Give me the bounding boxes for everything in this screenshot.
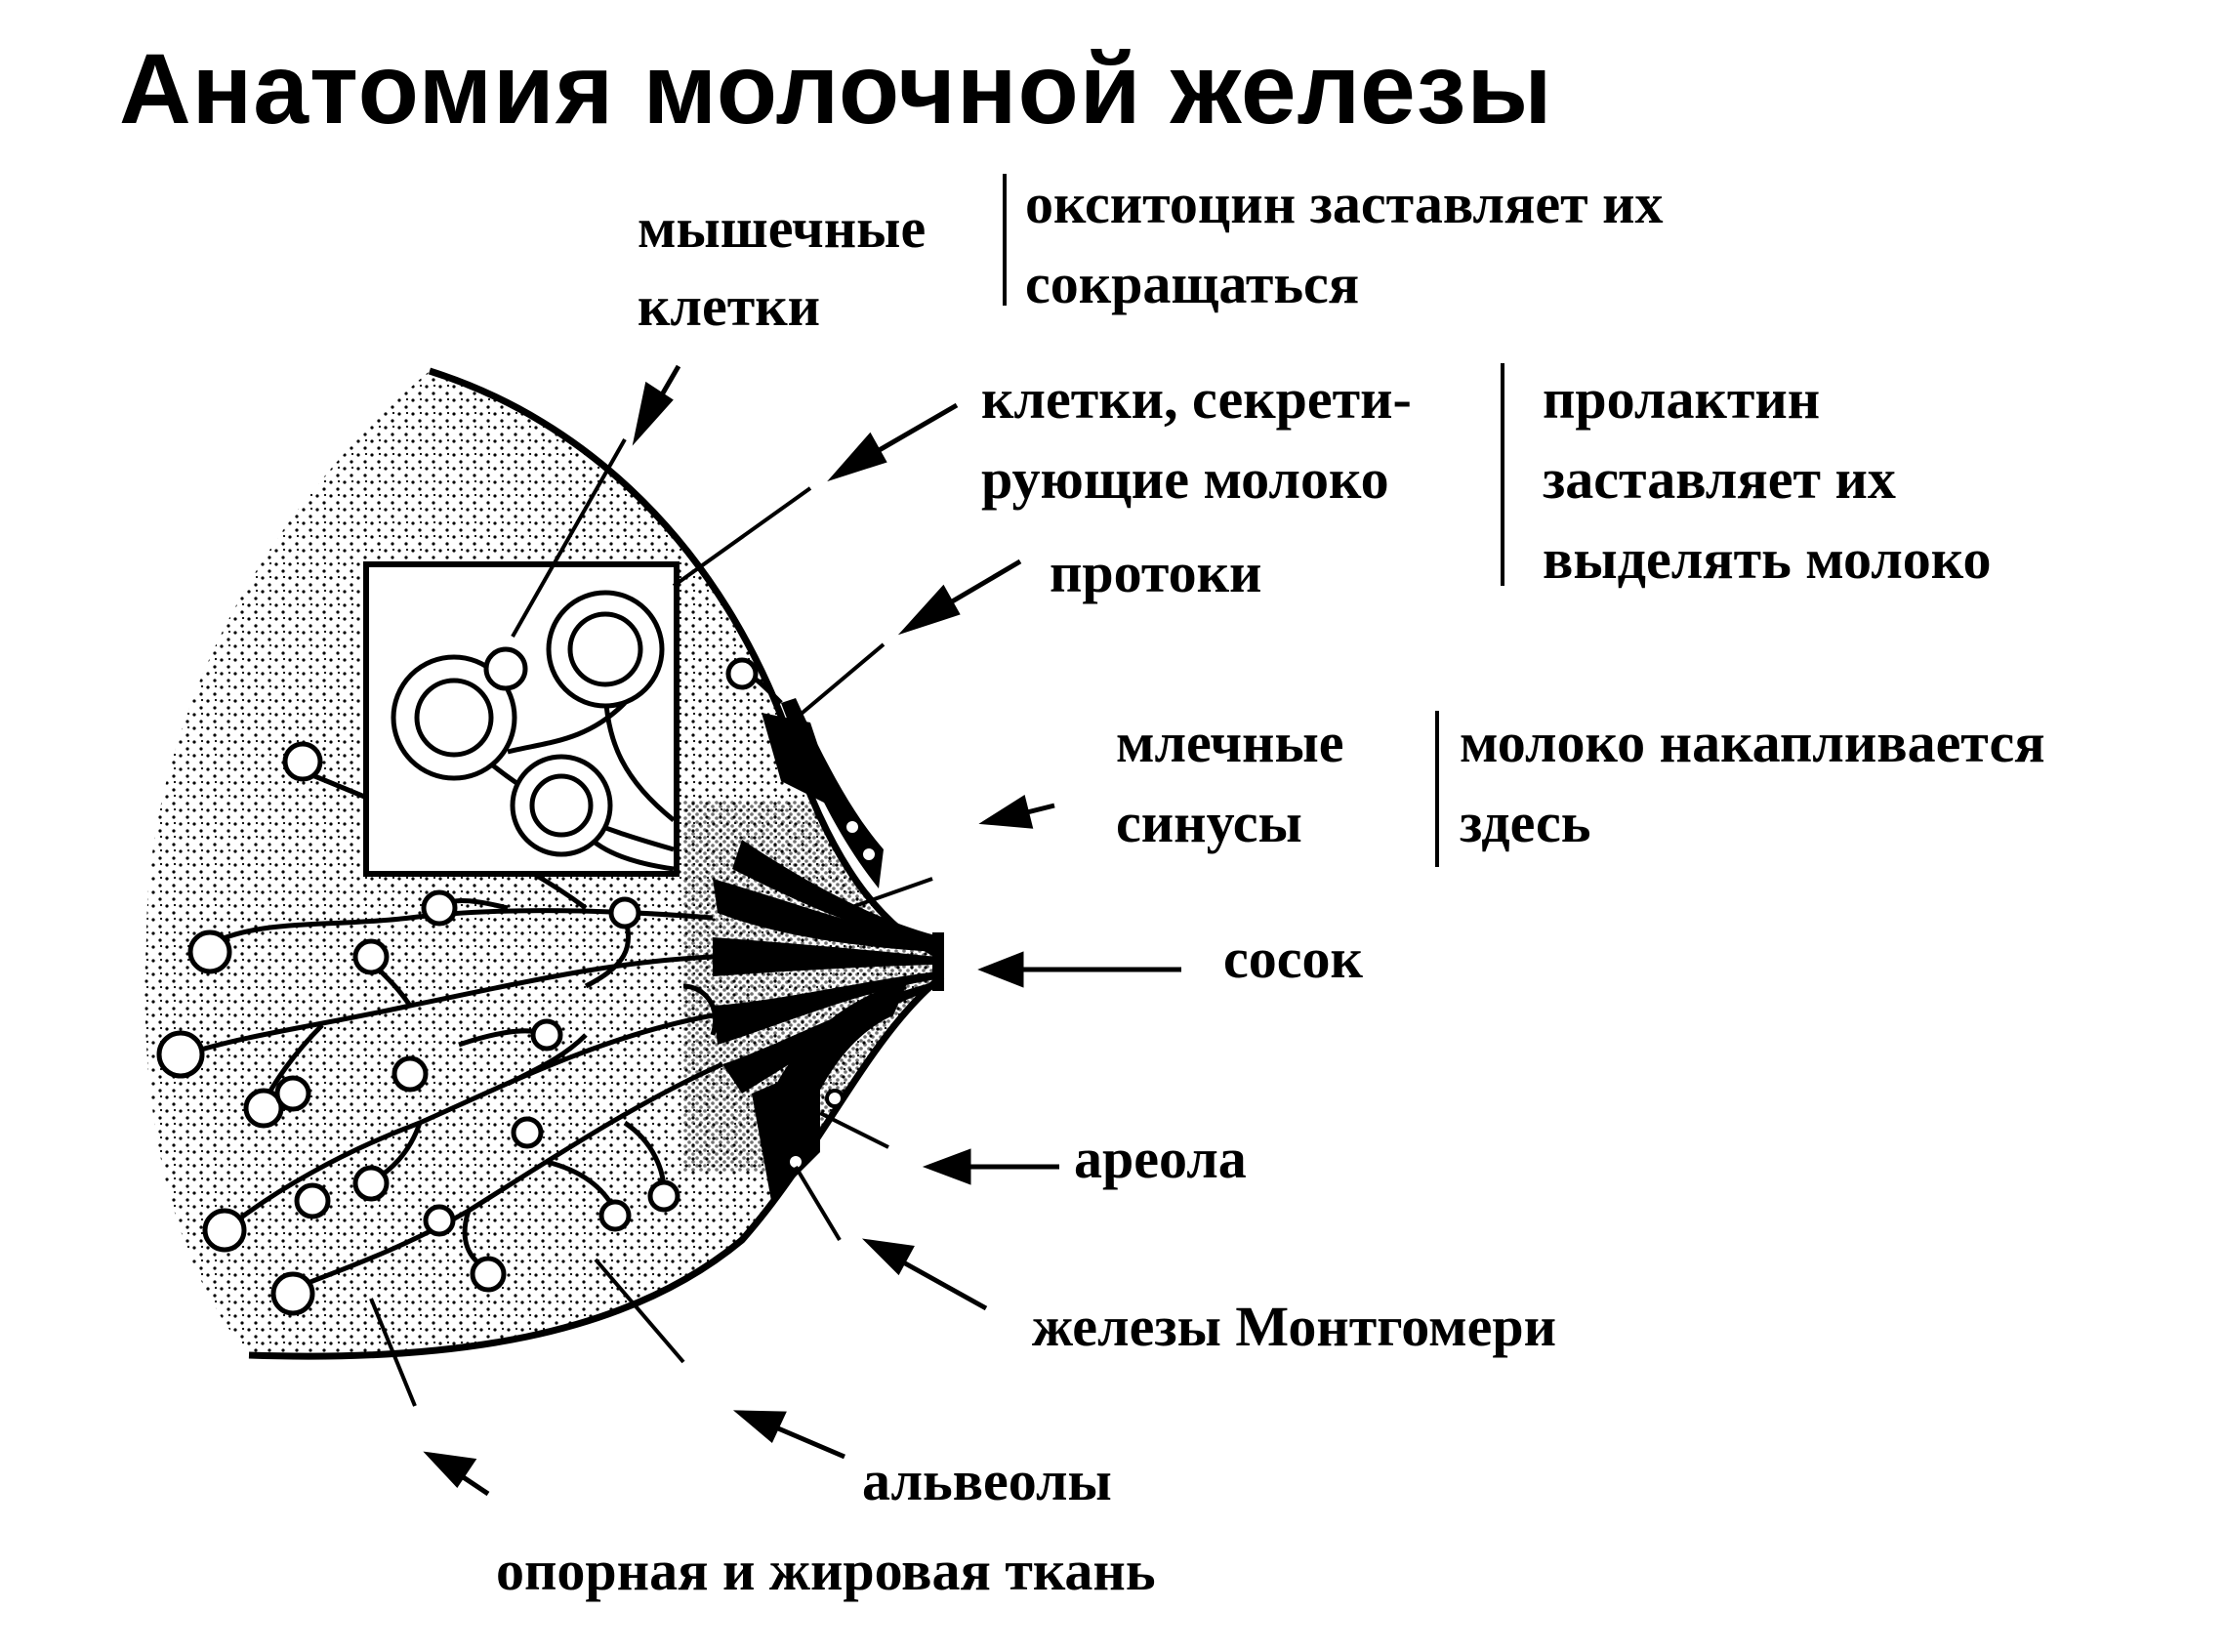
label-nipple: сосок — [1223, 927, 1363, 990]
inset-alveoli — [391, 590, 665, 857]
label-montgomery-glands: железы Монтгомери — [1032, 1295, 1557, 1358]
arrows — [423, 364, 1181, 1497]
label-ducts: протоки — [1050, 541, 1262, 604]
separator-milk-sinuses — [1435, 711, 1439, 867]
note-prolactin-1: пролактин — [1543, 367, 1821, 431]
note-milk-stored-2: здесь — [1460, 791, 1591, 854]
page-title: Анатомия молочной железы — [119, 33, 1553, 145]
note-oxytocin-1: окситоцин заставляет их — [1025, 172, 1664, 235]
label-alveoli: альвеолы — [862, 1449, 1112, 1512]
label-secreting-cells-2: рующие молоко — [981, 447, 1389, 511]
label-milk-sinuses-2: синусы — [1116, 791, 1302, 854]
label-secreting-cells-1: клетки, секрети- — [981, 367, 1412, 431]
milk-sinuses — [713, 840, 937, 1094]
label-milk-sinuses-1: млечные — [1116, 711, 1344, 774]
note-oxytocin-2: сокращаться — [1025, 252, 1360, 315]
separator-secreting-cells — [1501, 363, 1504, 586]
label-muscle-cells-1: мышечные — [638, 196, 927, 260]
skin-outline-lower — [248, 973, 945, 1360]
separator-muscle-cells — [1003, 174, 1007, 306]
note-prolactin-2: заставляет их — [1543, 447, 1896, 511]
label-muscle-cells-2: клетки — [638, 274, 821, 338]
note-milk-stored-1: молоко накапливается — [1460, 711, 2045, 774]
label-support-fat-tissue: опорная и жировая ткань — [496, 1539, 1156, 1602]
skin-outline — [428, 367, 944, 961]
alveoli — [156, 657, 759, 1316]
note-prolactin-3: выделять молоко — [1543, 527, 1992, 591]
pointer-lines — [369, 438, 933, 1407]
label-areola: ареола — [1074, 1127, 1247, 1190]
montgomery-glands — [786, 817, 879, 1172]
